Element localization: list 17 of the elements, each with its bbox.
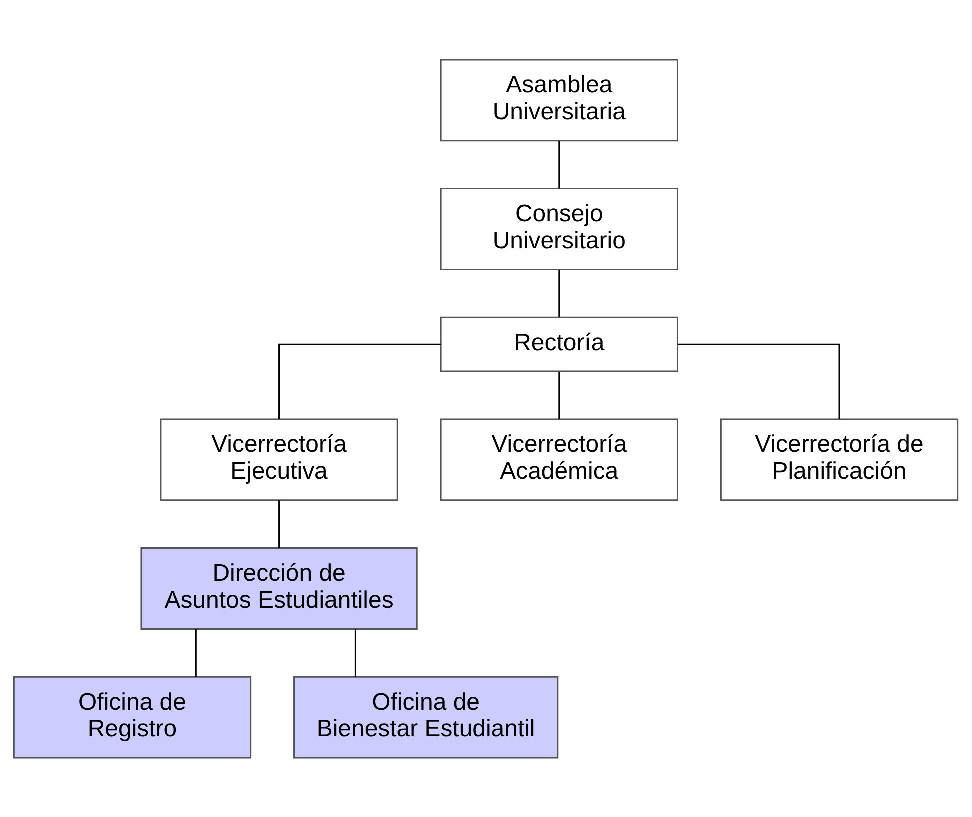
connector <box>678 343 840 418</box>
node-box: Vicerrectoría Académica <box>440 418 678 501</box>
connector <box>278 500 280 548</box>
node-box: Dirección de Asuntos Estudiantiles <box>140 547 418 630</box>
connector <box>558 140 560 188</box>
connector <box>354 629 356 677</box>
node-box: Vicerrectoría de Planificación <box>720 418 959 501</box>
node-box: Consejo Universitario <box>440 188 678 270</box>
node-box: Rectoría <box>440 316 678 372</box>
connector <box>558 371 560 419</box>
connector <box>558 270 560 317</box>
node-box: Vicerrectoría Ejecutiva <box>160 418 398 501</box>
connector <box>195 629 197 677</box>
node-box: Oficina de Bienestar Estudiantil <box>294 676 559 758</box>
connector <box>278 343 442 418</box>
node-box: Asamblea Universitaria <box>440 58 678 142</box>
node-box: Oficina de Registro <box>13 676 252 758</box>
